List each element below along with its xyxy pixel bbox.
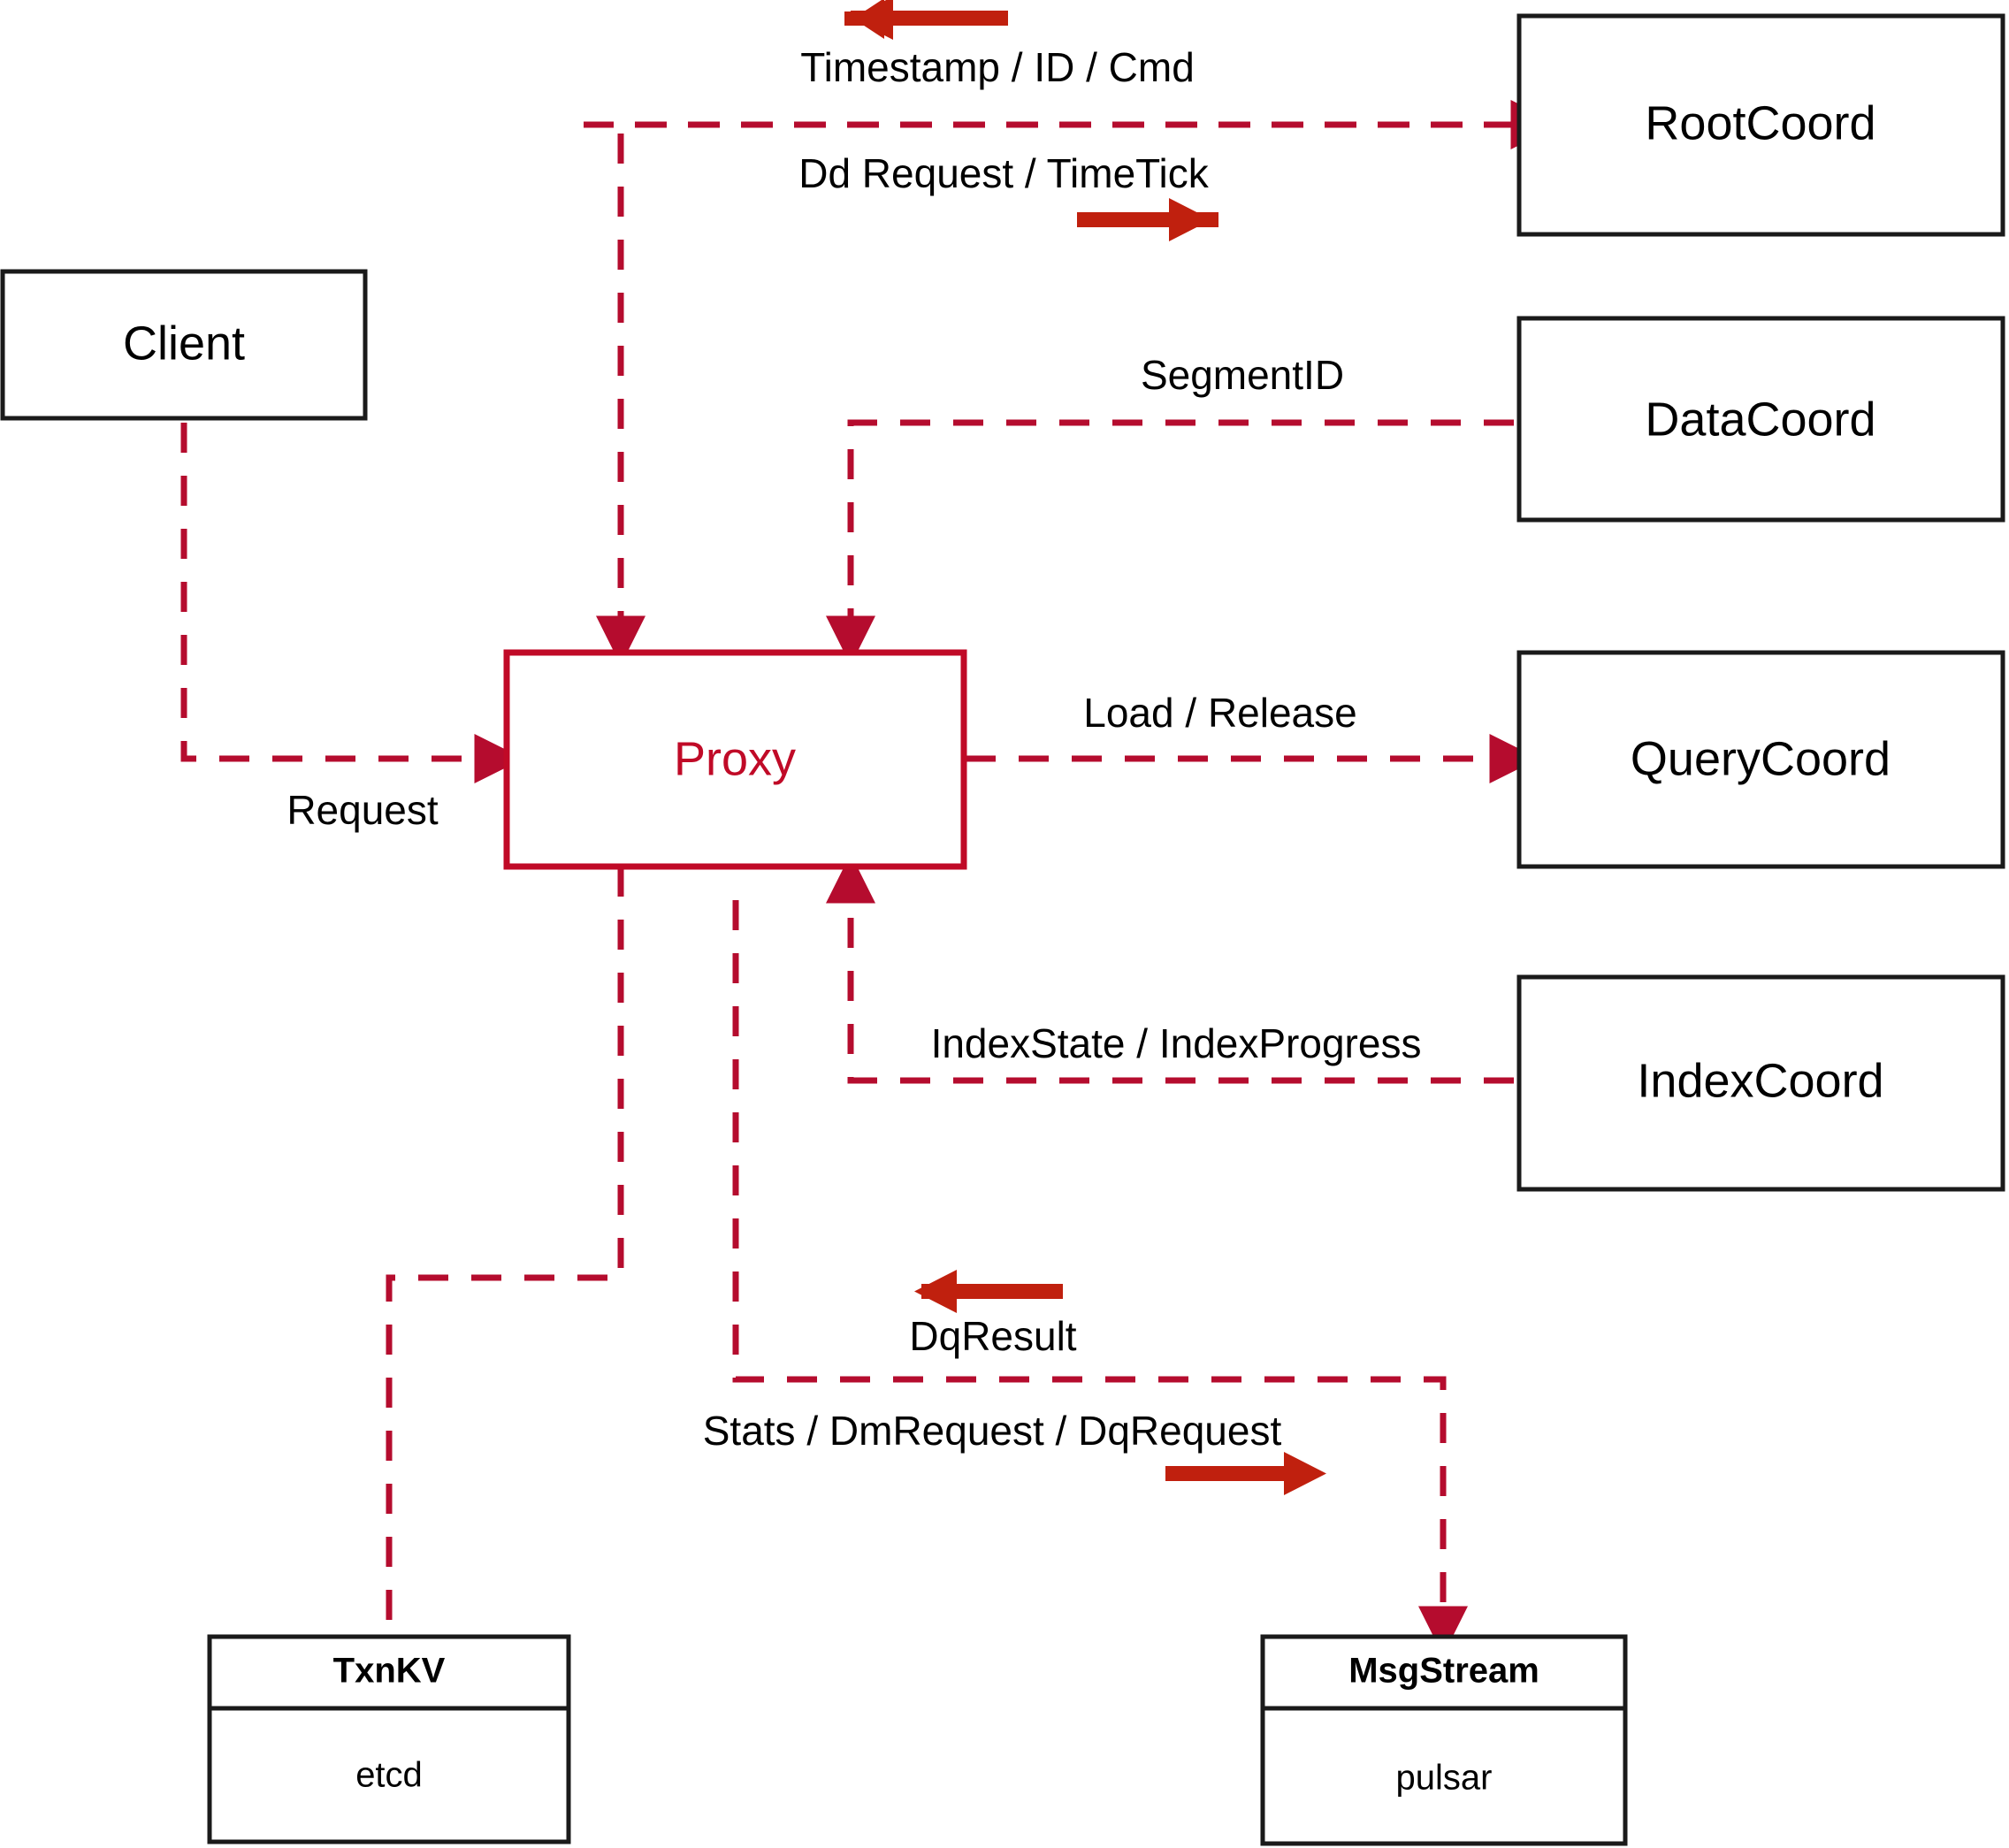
rootcoord-box xyxy=(1516,13,2005,237)
msgstream-title: MsgStream xyxy=(1348,1652,1539,1691)
arrow-left-icon-dq-result xyxy=(914,1270,1063,1313)
flow-index-state-progress xyxy=(826,853,1514,1084)
node-proxy[interactable]: Proxy xyxy=(503,649,967,870)
edge-label-dd-request-timetick: Dd Request / TimeTick xyxy=(798,150,1210,196)
indexcoord-box xyxy=(1516,974,2005,1192)
flow-segment-id xyxy=(826,419,1514,666)
datacoord-box xyxy=(1516,316,2005,523)
node-rootcoord[interactable]: RootCoord xyxy=(1516,13,2005,237)
edge-label-request: Request xyxy=(286,787,439,833)
node-txnkv[interactable]: TxnKV etcd xyxy=(207,1634,571,1844)
edge-label-dq-result: DqResult xyxy=(909,1313,1076,1359)
msgstream-impl: pulsar xyxy=(1396,1759,1493,1798)
client-label: Client xyxy=(123,317,245,370)
edge-label-load-release: Load / Release xyxy=(1083,690,1356,736)
datacoord-label: DataCoord xyxy=(1645,393,1875,446)
flow-stats-dm-dq-request xyxy=(732,900,1468,1656)
querycoord-box xyxy=(1516,650,2005,869)
arrow-right-icon-dd-request xyxy=(1077,198,1218,241)
txnkv-impl: etcd xyxy=(355,1756,423,1795)
proxy-label: Proxy xyxy=(674,732,796,785)
arrow-left-icon-timestamp xyxy=(844,0,1008,40)
msgstream-box xyxy=(1260,1634,1628,1846)
client-box xyxy=(0,269,368,421)
node-client[interactable]: Client xyxy=(0,269,368,421)
edge-label-stats-dm-dq-request: Stats / DmRequest / DqRequest xyxy=(703,1408,1282,1454)
node-datacoord[interactable]: DataCoord xyxy=(1516,316,2005,523)
edge-label-index-state-progress: IndexState / IndexProgress xyxy=(931,1020,1422,1066)
txnkv-title: TxnKV xyxy=(333,1652,446,1691)
node-querycoord[interactable]: QueryCoord xyxy=(1516,650,2005,869)
flow-request xyxy=(180,423,524,783)
node-msgstream[interactable]: MsgStream pulsar xyxy=(1260,1634,1628,1846)
rootcoord-label: RootCoord xyxy=(1645,96,1875,149)
txnkv-box xyxy=(207,1634,571,1844)
arrow-right-icon-stats-request xyxy=(1165,1452,1326,1495)
edge-label-timestamp-id-cmd: Timestamp / ID / Cmd xyxy=(800,44,1195,90)
flow-timestamp-id-cmd xyxy=(596,121,1514,666)
indexcoord-label: IndexCoord xyxy=(1637,1054,1883,1107)
node-indexcoord[interactable]: IndexCoord xyxy=(1516,974,2005,1192)
edge-label-segment-id: SegmentID xyxy=(1141,352,1344,398)
proxy-box xyxy=(503,649,967,870)
querycoord-label: QueryCoord xyxy=(1631,732,1891,785)
flow-proxy-txnkv xyxy=(386,867,624,1637)
